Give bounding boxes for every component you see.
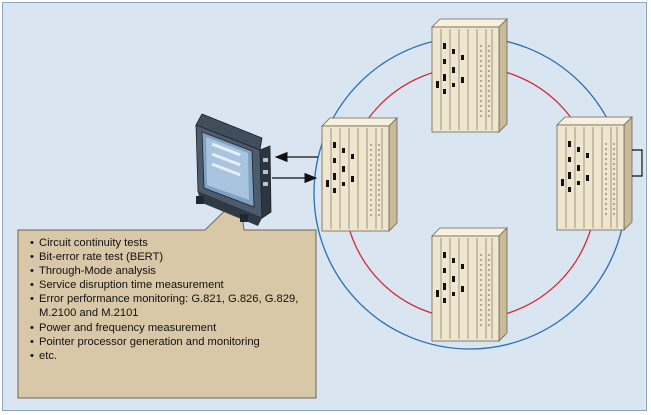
callout-item: Circuit continuity tests — [30, 236, 312, 250]
rack-top — [431, 18, 508, 133]
callout-list: Circuit continuity tests Bit-error rate … — [30, 236, 312, 363]
portable-test-instrument-icon — [195, 113, 272, 226]
callout-item: Service disruption time measurement — [30, 278, 312, 292]
callout-item: Pointer processor generation and monitor… — [30, 335, 312, 349]
callout-item: Error performance monitoring: G.821, G.8… — [30, 292, 312, 320]
callout-item: etc. — [30, 349, 312, 363]
rack-right — [556, 116, 633, 231]
rack-bottom — [431, 227, 508, 342]
rack-left — [321, 117, 398, 232]
callout-item: Power and frequency measurement — [30, 321, 312, 335]
callout-item: Through-Mode analysis — [30, 264, 312, 278]
loopback-line — [632, 149, 643, 177]
callout-item: Bit-error rate test (BERT) — [30, 250, 312, 264]
